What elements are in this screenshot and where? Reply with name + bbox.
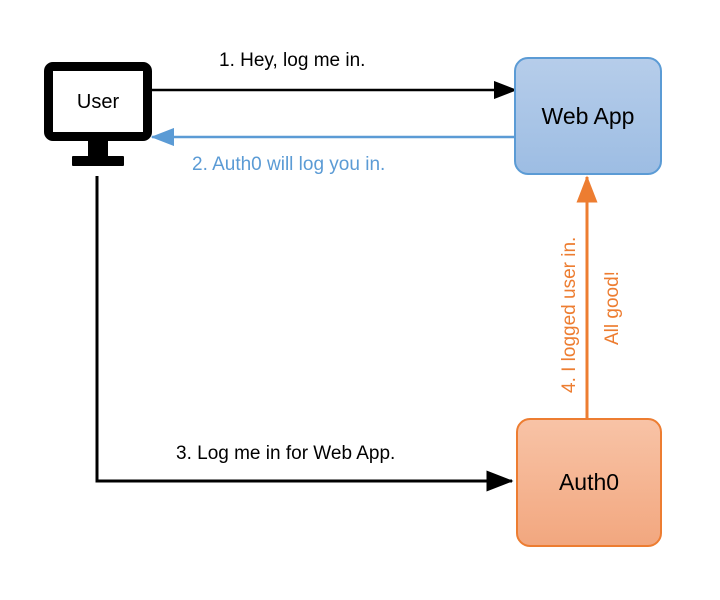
auth0-node: Auth0 xyxy=(516,418,662,547)
monitor-icon: User xyxy=(44,62,152,141)
user-node-label: User xyxy=(76,90,120,113)
edge-label-step2: 2. Auth0 will log you in. xyxy=(192,154,386,175)
arrow-step3 xyxy=(95,176,514,492)
edge-label-step1: 1. Hey, log me in. xyxy=(219,50,366,71)
edge-label-step3: 3. Log me in for Web App. xyxy=(176,443,396,464)
monitor-base-icon xyxy=(72,156,124,166)
auth0-node-label: Auth0 xyxy=(558,469,620,495)
webapp-node-label: Web App xyxy=(541,102,635,129)
monitor-neck-icon xyxy=(88,141,108,156)
edge-label-step4: 4. I logged user in. xyxy=(559,236,580,393)
edge-label-all-good: All good! xyxy=(602,271,623,345)
user-node: User xyxy=(44,62,152,166)
webapp-node: Web App xyxy=(514,57,662,175)
